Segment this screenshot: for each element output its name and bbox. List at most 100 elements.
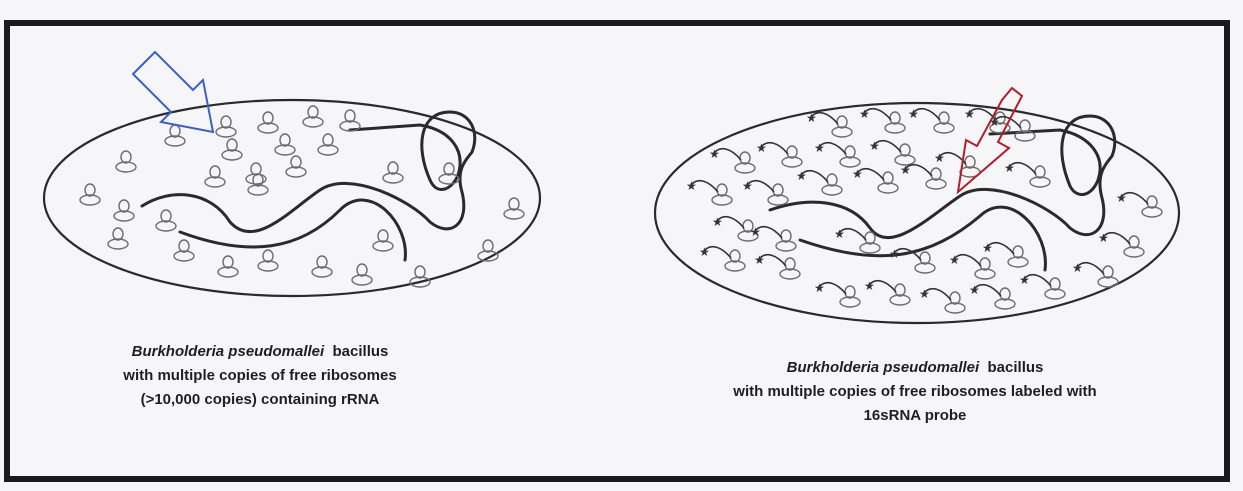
ribosome [776,230,796,251]
svg-text:★: ★ [1072,261,1083,275]
svg-text:★: ★ [834,227,845,241]
svg-text:★: ★ [742,179,753,193]
probe-tail: ★ [1019,273,1051,287]
ribosome [1124,236,1144,257]
left-caption-species: Burkholderia pseudomallei [132,343,325,360]
probe-tail: ★ [796,169,828,183]
ribosome [275,134,295,155]
svg-text:★: ★ [709,147,720,161]
right-caption-line1-rest: bacillus [988,359,1044,376]
svg-text:★: ★ [806,111,817,125]
ribosome [340,110,360,131]
ribosome [780,258,800,279]
ribosome [840,286,860,307]
ribosome [926,168,946,189]
probe-tail: ★ [908,107,940,121]
ribosome [312,256,332,277]
svg-text:★: ★ [796,169,807,183]
svg-text:★: ★ [1116,191,1127,205]
probe-tail: ★ [1116,191,1148,205]
svg-text:★: ★ [814,281,825,295]
ribosome [1030,166,1050,187]
ribosome [116,151,136,172]
ribosome [832,116,852,137]
probe-tail: ★ [814,281,846,295]
svg-text:★: ★ [852,167,863,181]
svg-text:★: ★ [982,241,993,255]
svg-text:★: ★ [712,215,723,229]
left-ribosome-group [80,106,524,287]
ribosome [995,288,1015,309]
ribosome [895,144,915,165]
svg-text:★: ★ [756,141,767,155]
right-labeled-ribosome-group: ★★★★★★★★★★★★★★★★★★★★★★★★★★★★★★★★ [686,107,1162,313]
probe-tail: ★ [754,253,786,267]
ribosome [216,116,236,137]
probe-tail: ★ [699,245,731,259]
probe-tail: ★ [1072,261,1104,275]
ribosome [975,258,995,279]
ribosome [303,106,323,127]
svg-text:★: ★ [699,245,710,259]
probe-tail: ★ [750,225,782,239]
svg-text:★: ★ [1098,231,1109,245]
svg-text:★: ★ [754,253,765,267]
ribosome [1045,278,1065,299]
ribosome [712,184,732,205]
svg-text:★: ★ [900,163,911,177]
ribosome [80,184,100,205]
svg-text:★: ★ [969,283,980,297]
ribosome [1142,196,1162,217]
ribosome [915,252,935,273]
probe-tail: ★ [834,227,866,241]
probe-tail: ★ [814,141,846,155]
svg-text:★: ★ [859,107,870,121]
ribosome [373,230,393,251]
ribosome [114,200,134,221]
probe-tail: ★ [756,141,788,155]
ribosome [156,210,176,231]
ribosome [840,146,860,167]
svg-text:★: ★ [869,139,880,153]
ribosome [286,156,306,177]
ribosome [108,228,128,249]
svg-text:★: ★ [949,253,960,267]
probe-tail: ★ [852,167,884,181]
probe-tail: ★ [859,107,891,121]
probe-tail: ★ [949,253,981,267]
ribosome [174,240,194,261]
left-caption: Burkholderia pseudomallei bacillus with … [110,340,410,412]
probe-tail: ★ [686,179,718,193]
right-bacillus-outline [655,103,1179,323]
probe-tail: ★ [709,147,741,161]
ribosome [218,256,238,277]
probe-tail: ★ [712,215,744,229]
svg-text:★: ★ [750,225,761,239]
probe-tail: ★ [900,163,932,177]
ribosome [768,184,788,205]
left-caption-line2: with multiple copies of free ribosomes [110,364,410,388]
ribosome [1008,246,1028,267]
right-dna-strand [770,116,1115,238]
ribosome [735,152,755,173]
svg-text:★: ★ [1019,273,1030,287]
ribosome [318,134,338,155]
ribosome [165,125,185,146]
ribosome [822,174,842,195]
right-panel: ★★★★★★★★★★★★★★★★★★★★★★★★★★★★★★★★ [655,88,1179,323]
probe-tail: ★ [869,139,901,153]
ribosome [352,264,372,285]
ribosome [205,166,225,187]
svg-text:★: ★ [919,287,930,301]
ribosome [258,250,278,271]
svg-text:★: ★ [908,107,919,121]
probe-tail: ★ [934,151,966,165]
ribosome [725,250,745,271]
ribosome [782,146,802,167]
left-caption-line3: (>10,000 copies) containing rRNA [110,388,410,412]
left-dna-strand [142,112,475,232]
svg-text:★: ★ [686,179,697,193]
ribosome [890,284,910,305]
svg-text:★: ★ [934,151,945,165]
